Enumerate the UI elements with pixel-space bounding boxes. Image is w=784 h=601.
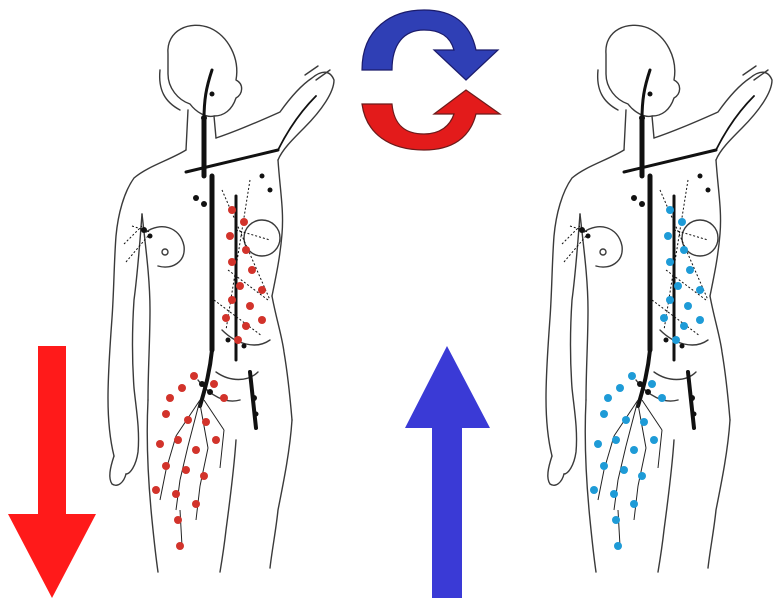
blue-up-arrow-icon [405,346,490,598]
circular-exchange-arrows-icon [362,10,500,150]
red-down-arrow-icon [8,346,96,598]
left-body-figure [108,25,334,572]
right-body-figure [546,25,772,572]
